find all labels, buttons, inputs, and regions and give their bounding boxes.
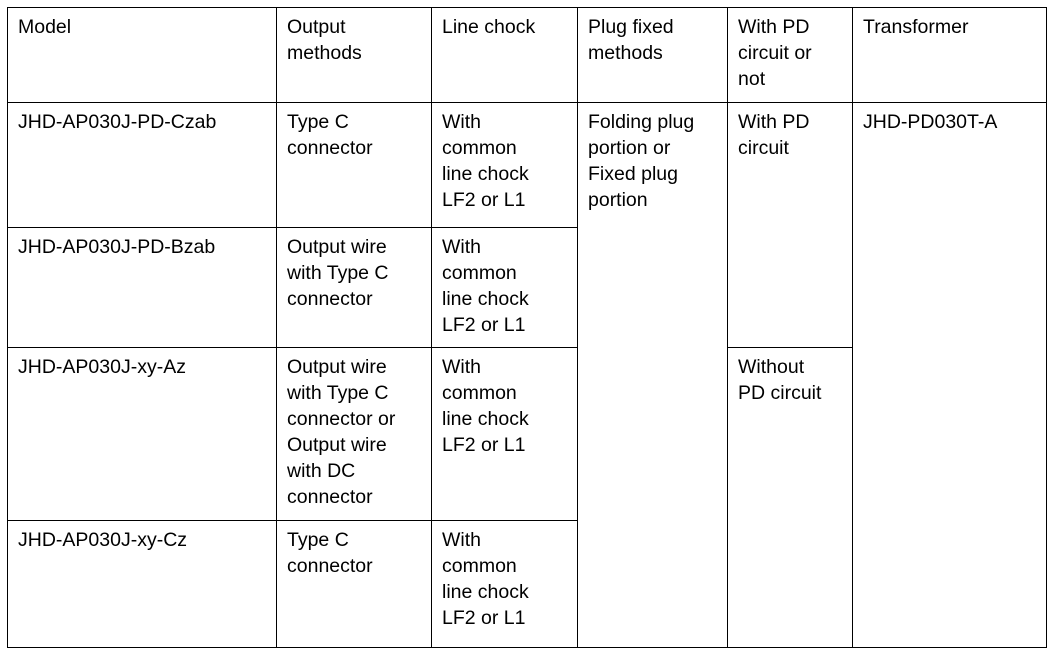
column-header-line-chock-label: Line chock [442, 16, 536, 38]
column-header-pd-circuit: With PD circuit or not [727, 7, 853, 103]
cell-line-chock: With common line chock LF2 or L1 [431, 347, 578, 521]
cell-line-chock: With common line chock LF2 or L1 [431, 520, 578, 648]
cell-output-methods-value: Output wire with Type C connector [287, 236, 389, 310]
cell-line-chock-value: With common line chock LF2 or L1 [442, 236, 529, 336]
table-row: JHD-AP030J-PD-Czab Type C connector With… [7, 102, 1047, 648]
column-header-model: Model [7, 7, 277, 103]
cell-pd-circuit-with: With PD circuit [727, 102, 853, 348]
cell-line-chock: With common line chock LF2 or L1 [431, 102, 578, 228]
cell-transformer: JHD-PD030T-A [852, 102, 1047, 648]
column-header-model-label: Model [18, 16, 72, 38]
cell-line-chock: With common line chock LF2 or L1 [431, 227, 578, 348]
cell-output-methods: Output wire with Type C connector [276, 227, 432, 348]
cell-model: JHD-AP030J-xy-Cz [7, 520, 277, 648]
cell-output-methods-value: Type C connector [287, 111, 373, 159]
column-header-transformer: Transformer [852, 7, 1047, 103]
column-header-output-methods: Output methods [276, 7, 432, 103]
cell-model-value: JHD-AP030J-PD-Czab [18, 111, 217, 133]
cell-line-chock-value: With common line chock LF2 or L1 [442, 111, 529, 211]
cell-model-value: JHD-AP030J-xy-Cz [18, 529, 188, 551]
model-specification-table: Model Output methods Line chock Plug fix… [7, 7, 1047, 648]
table-header-row: Model Output methods Line chock Plug fix… [7, 7, 1047, 103]
cell-model: JHD-AP030J-PD-Bzab [7, 227, 277, 348]
cell-model: JHD-AP030J-xy-Az [7, 347, 277, 521]
cell-plug-fixed-methods: Folding plug portion or Fixed plug porti… [577, 102, 728, 648]
cell-line-chock-value: With common line chock LF2 or L1 [442, 356, 529, 456]
column-header-plug-fixed-methods: Plug fixed methods [577, 7, 728, 103]
cell-pd-circuit-with-value: With PD circuit [738, 111, 810, 159]
cell-model: JHD-AP030J-PD-Czab [7, 102, 277, 228]
cell-line-chock-value: With common line chock LF2 or L1 [442, 529, 529, 629]
table-row: JHD-AP030J-xy-Cz Type C connector With c… [7, 520, 1047, 648]
column-header-transformer-label: Transformer [863, 16, 969, 38]
cell-plug-fixed-methods-value: Folding plug portion or Fixed plug porti… [588, 111, 695, 211]
column-header-pd-circuit-label: With PD circuit or not [738, 16, 812, 90]
cell-model-value: JHD-AP030J-PD-Bzab [18, 236, 216, 258]
cell-transformer-value: JHD-PD030T-A [863, 111, 998, 133]
table-row: JHD-AP030J-xy-Az Output wire with Type C… [7, 347, 1047, 648]
cell-output-methods-value: Type C connector [287, 529, 373, 577]
column-header-line-chock: Line chock [431, 7, 578, 103]
cell-model-value: JHD-AP030J-xy-Az [18, 356, 186, 378]
column-header-output-methods-label: Output methods [287, 16, 362, 64]
cell-output-methods-value: Output wire with Type C connector or Out… [287, 356, 396, 508]
cell-output-methods: Type C connector [276, 102, 432, 228]
cell-output-methods: Type C connector [276, 520, 432, 648]
cell-output-methods: Output wire with Type C connector or Out… [276, 347, 432, 521]
column-header-plug-fixed-methods-label: Plug fixed methods [588, 16, 674, 64]
cell-pd-circuit-without: Without PD circuit [727, 347, 853, 648]
cell-pd-circuit-without-value: Without PD circuit [738, 356, 822, 404]
table-row: JHD-AP030J-PD-Bzab Output wire with Type… [7, 227, 1047, 348]
